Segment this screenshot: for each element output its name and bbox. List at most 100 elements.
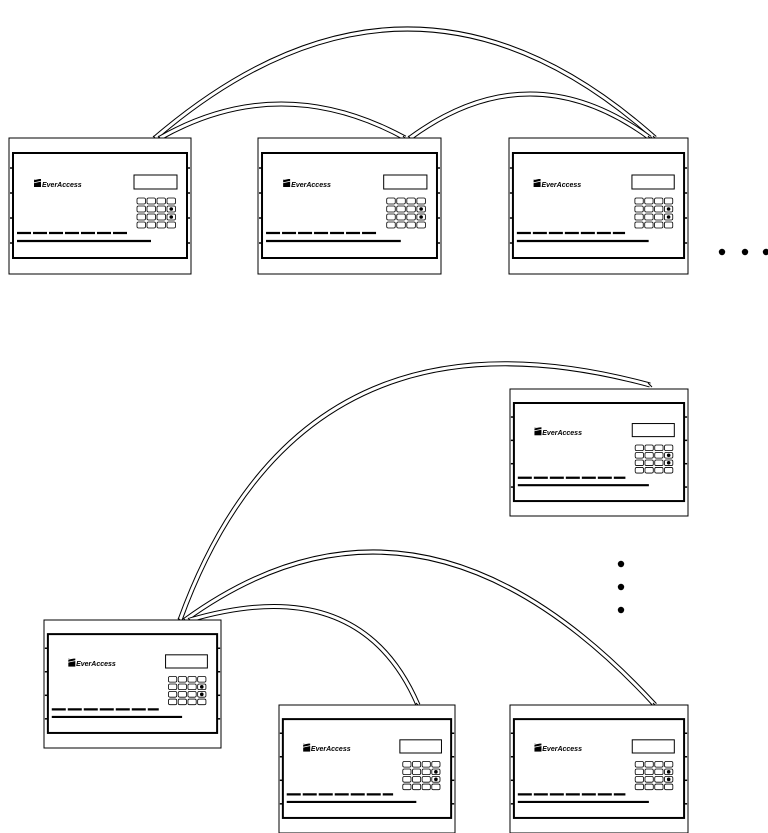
keypad-key [634, 452, 644, 459]
keypad [634, 444, 674, 474]
everaccess-logo-icon [533, 742, 543, 752]
keypad-key [396, 213, 406, 221]
keypad-arrow-icon [666, 770, 671, 774]
keypad-key [177, 676, 187, 683]
keypad-key [396, 221, 406, 229]
keypad-key [654, 452, 664, 459]
keypad-key [136, 205, 146, 213]
keypad-key [654, 197, 664, 205]
keypad-key [644, 213, 654, 221]
controller-spoke-2: EverAccess [509, 704, 689, 833]
keypad-key [634, 197, 644, 205]
keypad-arrow-icon [419, 215, 423, 219]
keypad-key [136, 213, 146, 221]
keypad-arrow-icon [666, 215, 671, 219]
keypad-key [644, 221, 654, 229]
keypad-key [664, 761, 674, 768]
keypad-arrow-icon [169, 215, 174, 219]
brand-label: EverAccess [311, 746, 351, 753]
cable-a-c [152, 26, 658, 141]
keypad-key [421, 761, 431, 768]
lcd-display [631, 174, 675, 190]
keypad-key [168, 691, 178, 698]
keypad-key [634, 783, 644, 791]
keypad-key [634, 761, 644, 768]
keypad-key [197, 698, 207, 706]
keypad-arrow-icon [666, 453, 671, 458]
cable-hub-spoke1 [187, 603, 421, 708]
front-panel [281, 718, 453, 819]
front-panel [511, 152, 686, 259]
lcd-display [165, 654, 208, 669]
keypad-key [156, 197, 166, 205]
keypad-key [634, 459, 644, 466]
controller-c: EverAccess [508, 137, 689, 275]
keypad-key [634, 467, 644, 474]
keypad [168, 676, 207, 706]
keypad-key [386, 197, 396, 205]
controller-spoke-1: EverAccess [278, 704, 456, 833]
keypad-key [654, 221, 664, 229]
keypad-key [156, 221, 166, 229]
keypad-key [156, 213, 166, 221]
keypad-key [654, 459, 664, 466]
everaccess-logo-icon [282, 177, 292, 187]
keypad-key [187, 683, 197, 691]
keypad-arrow-icon [199, 692, 204, 697]
everaccess-logo-icon [67, 657, 77, 667]
lcd-display [383, 174, 428, 190]
ellipsis-dot-icon [762, 248, 768, 256]
keypad-key [654, 205, 664, 213]
keypad-key [187, 676, 197, 683]
brand-label: EverAccess [541, 182, 581, 189]
front-panel [46, 633, 219, 734]
everaccess-logo-icon [32, 177, 43, 187]
controller-hub: EverAccess [43, 619, 222, 749]
keypad-key [634, 444, 644, 452]
keypad-key [654, 783, 664, 791]
keypad-arrow-icon [666, 460, 671, 465]
keypad-key [146, 197, 156, 205]
keypad-arrow-icon [419, 207, 423, 211]
brand-label: EverAccess [542, 746, 582, 753]
keypad-key [386, 221, 396, 229]
keypad-key [644, 197, 654, 205]
keypad-key [663, 221, 674, 229]
brand-label: EverAccess [542, 430, 582, 437]
everaccess-logo-icon [302, 742, 311, 752]
lcd-display [631, 739, 675, 754]
keypad [634, 197, 674, 229]
keypad-key [386, 213, 396, 221]
keypad-arrow-icon [434, 770, 438, 774]
keypad-key [146, 221, 156, 229]
keypad-key [402, 776, 412, 783]
ellipsis-dot-icon [617, 560, 625, 568]
everaccess-logo-icon [532, 177, 542, 187]
front-panel [12, 152, 188, 259]
keypad-arrow-icon [199, 685, 204, 689]
keypad-key [396, 197, 406, 205]
cable-hub-spoke2 [182, 549, 658, 708]
keypad-key [402, 768, 412, 776]
brand-label: EverAccess [291, 182, 331, 189]
keypad-key [197, 676, 207, 683]
keypad-key [187, 698, 197, 706]
keypad-key [664, 783, 674, 791]
keypad-key [431, 783, 441, 791]
controller-top-right: EverAccess [509, 388, 689, 517]
keypad-arrow-icon [666, 777, 671, 782]
keypad-key [146, 205, 156, 213]
keypad-key [412, 768, 422, 776]
keypad-key [431, 761, 441, 768]
keypad-key [412, 776, 422, 783]
keypad-key [644, 783, 654, 791]
keypad-key [421, 776, 431, 783]
keypad-key [406, 205, 416, 213]
ellipsis-dot-icon [718, 248, 726, 256]
keypad-key [402, 761, 412, 768]
front-panel [261, 152, 438, 259]
keypad-key [421, 783, 431, 791]
keypad-arrow-icon [169, 207, 174, 211]
